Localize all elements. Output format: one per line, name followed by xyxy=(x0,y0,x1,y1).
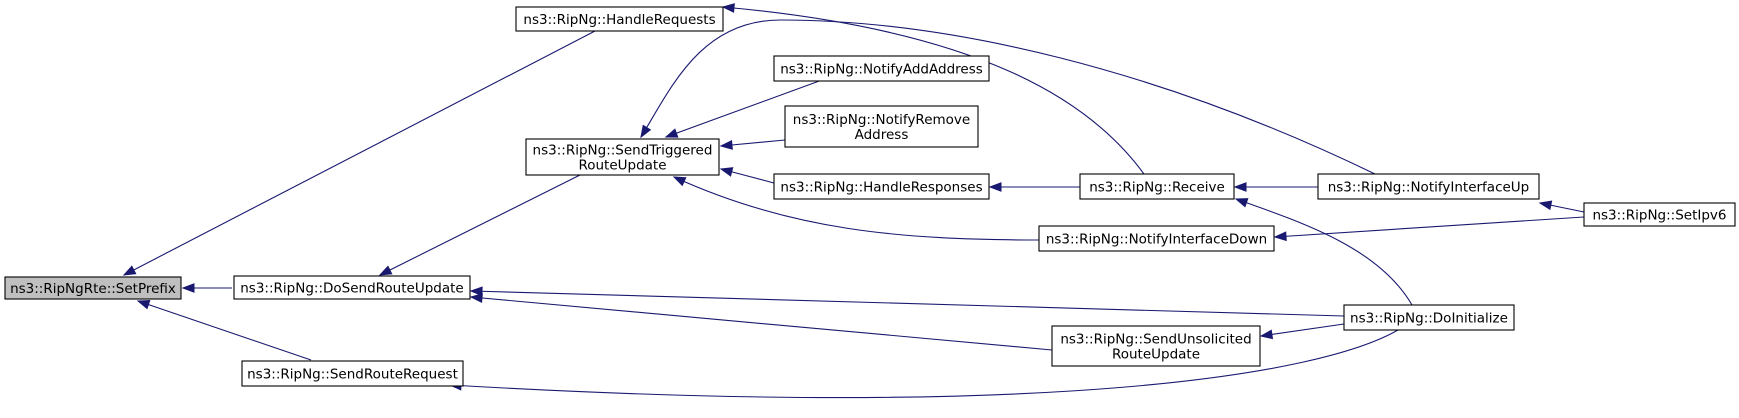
node-label: ns3::RipNg::SetIpv6 xyxy=(1592,207,1726,223)
edge-doinitialize-to-dosendrouteupdate xyxy=(469,286,1345,317)
edge-notifyinterfaceup-to-sendtriggered xyxy=(640,19,1376,175)
edge-handleresponses-to-sendtriggered xyxy=(719,167,775,184)
node-label: ns3::RipNg::DoInitialize xyxy=(1350,310,1508,326)
node-notifyaddaddress[interactable]: ns3::RipNg::NotifyAddAddress xyxy=(773,55,990,82)
edge-handlerequests-to-setprefix xyxy=(122,30,596,276)
node-label: ns3::RipNg::NotifyInterfaceUp xyxy=(1328,179,1530,195)
node-label: ns3::RipNg::HandleResponses xyxy=(780,179,982,195)
node-label: ns3::RipNg::SendTriggered xyxy=(533,142,713,158)
edge-notifyaddaddress-to-sendtriggered xyxy=(664,79,823,138)
node-setipv6[interactable]: ns3::RipNg::SetIpv6 xyxy=(1583,202,1736,227)
edges-layer xyxy=(122,3,1585,399)
edge-dosendrouteupdate-to-setprefix xyxy=(181,283,232,293)
node-label: RouteUpdate xyxy=(578,157,666,173)
edge-setipv6-to-notifyinterfacedown xyxy=(1273,216,1585,242)
node-notifyinterfacedown[interactable]: ns3::RipNg::NotifyInterfaceDown xyxy=(1038,225,1275,252)
edge-sendrouterequest-to-setprefix xyxy=(136,300,312,361)
node-doinitialize[interactable]: ns3::RipNg::DoInitialize xyxy=(1343,304,1515,331)
node-handleresponses[interactable]: ns3::RipNg::HandleResponses xyxy=(773,173,990,200)
edge-receive-to-handlerequests xyxy=(721,3,1145,175)
edge-notifyinterfacedown-to-sendtriggered xyxy=(672,176,1040,241)
node-handlerequests[interactable]: ns3::RipNg::HandleRequests xyxy=(515,6,724,32)
node-receive[interactable]: ns3::RipNg::Receive xyxy=(1079,173,1235,200)
edge-sendunsolicited-to-dosendrouteupdate xyxy=(469,293,1053,351)
nodes-layer: ns3::RipNgRte::SetPrefix ns3::RipNg::Hand… xyxy=(4,6,1736,387)
node-label: ns3::RipNg::NotifyInterfaceDown xyxy=(1046,231,1267,247)
node-sendrouterequest[interactable]: ns3::RipNg::SendRouteRequest xyxy=(241,360,464,387)
node-label: ns3::RipNg::DoSendRouteUpdate xyxy=(240,280,463,296)
node-dosendrouteupdate[interactable]: ns3::RipNg::DoSendRouteUpdate xyxy=(233,275,471,300)
edge-notifyinterfaceup-to-receive xyxy=(1233,182,1318,192)
node-label: ns3::RipNg::SendRouteRequest xyxy=(247,366,458,382)
edge-setipv6-to-notifyinterfaceup xyxy=(1538,200,1585,213)
edge-doinitialize-to-receive xyxy=(1234,198,1413,306)
node-label: ns3::RipNgRte::SetPrefix xyxy=(10,281,176,297)
edge-sendtriggered-to-dosendrouteupdate xyxy=(378,174,581,276)
node-setprefix[interactable]: ns3::RipNgRte::SetPrefix xyxy=(4,276,182,300)
node-label: ns3::RipNg::HandleRequests xyxy=(523,12,715,28)
node-label: ns3::RipNg::NotifyAddAddress xyxy=(780,61,983,77)
node-notifyinterfaceup[interactable]: ns3::RipNg::NotifyInterfaceUp xyxy=(1317,173,1540,200)
node-label: ns3::RipNg::Receive xyxy=(1089,179,1225,195)
node-label: ns3::RipNg::SendUnsolicited xyxy=(1060,331,1251,347)
node-label: RouteUpdate xyxy=(1112,346,1200,362)
node-label: ns3::RipNg::NotifyRemove xyxy=(793,112,970,128)
edge-notifyremoveaddress-to-sendtriggered xyxy=(719,139,786,150)
edge-doinitialize-to-sendunsolicited xyxy=(1259,323,1345,340)
node-label: Address xyxy=(855,127,909,143)
edge-receive-to-handleresponses xyxy=(988,182,1080,192)
